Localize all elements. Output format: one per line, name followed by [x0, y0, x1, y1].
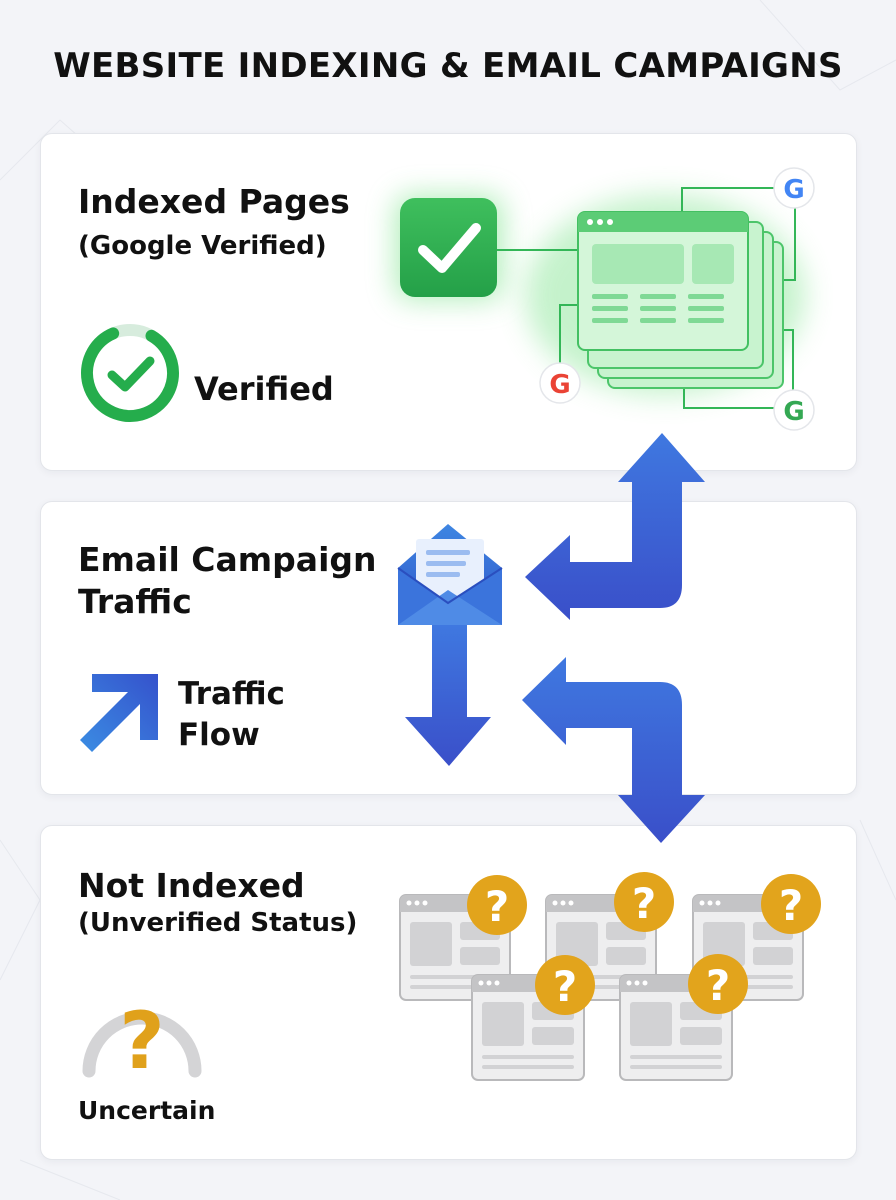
question-badge-icon: ?	[535, 955, 595, 1015]
unindexed-pages-illustration: ? ? ? ? ?	[399, 872, 821, 1081]
email-campaign-heading-line2: Traffic	[78, 582, 192, 621]
verified-ring-icon	[81, 324, 179, 423]
not-indexed-heading: Not Indexed	[78, 866, 305, 905]
svg-text:?: ?	[119, 997, 164, 1086]
uncertain-status-label: Uncertain	[78, 1096, 216, 1125]
svg-text:G: G	[549, 370, 570, 400]
question-badge-icon: ?	[761, 874, 821, 934]
svg-text:?: ?	[779, 881, 803, 930]
uncertain-gauge-icon: ?	[82, 997, 202, 1086]
indexed-pages-heading: Indexed Pages	[78, 182, 350, 221]
traffic-flow-arrow-icon	[80, 674, 158, 752]
email-envelope-icon	[397, 524, 503, 625]
check-box-icon	[400, 198, 497, 297]
google-badge-icon: G	[539, 362, 581, 404]
question-badge-icon: ?	[688, 954, 748, 1014]
google-badge-icon: G	[773, 167, 815, 209]
svg-text:?: ?	[485, 882, 509, 931]
svg-text:?: ?	[553, 962, 577, 1011]
indexed-pages-subheading: (Google Verified)	[78, 231, 327, 261]
svg-text:G: G	[783, 175, 804, 205]
question-badge-icon: ?	[467, 875, 527, 935]
unindexed-page-icon	[692, 894, 804, 1001]
arrow-to-indexed-pages	[525, 433, 705, 620]
traffic-flow-label: Traffic	[178, 676, 285, 712]
not-indexed-subheading: (Unverified Status)	[78, 908, 358, 938]
email-campaign-heading: Email Campaign	[78, 540, 377, 579]
web-pages-stack-icon	[577, 211, 784, 389]
page-title: WEBSITE INDEXING & EMAIL CAMPAIGNS	[53, 46, 843, 86]
svg-text:?: ?	[706, 961, 730, 1010]
svg-text:?: ?	[632, 879, 656, 928]
indexed-pages-card: Indexed Pages (Google Verified) Verified	[40, 133, 857, 471]
question-badge-icon: ?	[614, 872, 674, 932]
google-badge-icon: G	[773, 389, 815, 431]
svg-text:G: G	[783, 397, 804, 427]
verified-status-label: Verified	[194, 370, 334, 408]
arrow-to-not-indexed	[522, 657, 705, 843]
arrow-down-from-email	[405, 625, 491, 766]
traffic-flow-label-line2: Flow	[178, 717, 260, 753]
indexed-pages-illustration: G G G	[395, 167, 815, 431]
flow-arrows	[405, 433, 705, 843]
